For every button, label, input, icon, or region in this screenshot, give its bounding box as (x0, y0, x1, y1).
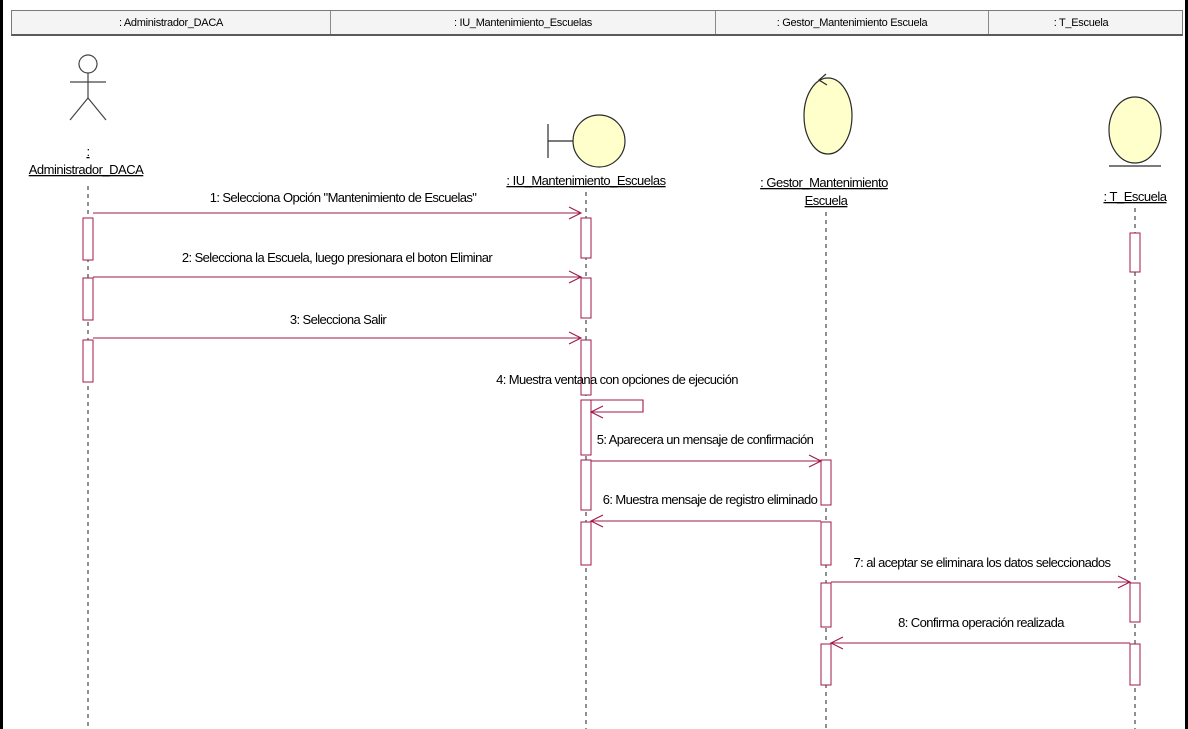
actor-left-leg (69, 97, 89, 121)
message-line-4 (591, 399, 644, 413)
actor-head-icon (78, 54, 98, 74)
actor-name: Administrador_DACA (29, 162, 144, 177)
tabla-object-name: : T_Escuela (1104, 189, 1168, 204)
activation-box (580, 521, 592, 566)
activation-box (580, 277, 592, 319)
actor-right-leg (87, 97, 107, 121)
activation-box (820, 582, 832, 628)
gestor-name-line2: Escuela (805, 193, 849, 208)
message-label-7: 7: al aceptar se eliminara los datos sel… (854, 555, 1112, 570)
message-arrowhead-7 (1117, 575, 1132, 589)
message-label-5: 5: Aparecera un mensaje de confirmación (597, 432, 814, 447)
header-cell-t-escuela: : T_Escuela (1053, 16, 1109, 29)
message-label-6: 6: Muestra mensaje de registro eliminado (603, 492, 818, 507)
message-arrowhead-4 (589, 405, 604, 419)
activation-box (1129, 582, 1141, 623)
message-arrowhead-5 (808, 454, 823, 468)
actor-figure (69, 54, 107, 121)
gestor-name-line1: : Gestor_Mantenimiento (760, 175, 888, 190)
control-icon (803, 77, 853, 155)
activation-box (1129, 232, 1141, 273)
activation-box (82, 339, 94, 383)
header-cell-gestor: : Gestor_Mantenimiento Escuela (716, 11, 989, 34)
activation-box (820, 521, 832, 566)
activation-box (580, 339, 592, 396)
message-label-8: 8: Confirma operación realizada (898, 615, 1065, 630)
activation-box (82, 277, 94, 321)
activation-box (580, 399, 592, 456)
ui-object-name: : IU_Mantenimiento_Escuelas (506, 173, 666, 188)
message-arrowhead-1 (568, 206, 583, 220)
activation-box (580, 459, 592, 511)
entity-object (1108, 96, 1162, 167)
message-arrowhead-2 (568, 270, 583, 284)
message-label-3: 3: Selecciona Salir (290, 312, 388, 327)
message-arrowhead-8 (829, 636, 844, 650)
control-arrow-icon (817, 73, 828, 86)
control-object (803, 73, 853, 155)
message-arrowhead-6 (589, 514, 604, 528)
lifeline-header-bar: : Administrador_DACA : IU_Mantenimiento_… (11, 10, 1183, 36)
boundary-object (547, 114, 626, 168)
activation-box (820, 643, 832, 686)
activation-box (1129, 643, 1141, 686)
message-label-2: 2: Selecciona la Escuela, luego presiona… (182, 250, 493, 265)
header-cell-iu-mantenimiento: : IU_Mantenimiento_Escuelas (331, 11, 716, 34)
entity-icon (1108, 96, 1162, 164)
actor-name-colon: : (86, 144, 89, 159)
activation-box (820, 459, 832, 506)
header-cell-administrador: : Administrador_DACA (12, 11, 331, 34)
activation-box (82, 217, 94, 261)
message-label-1: 1: Selecciona Opción "Mantenimiento de E… (210, 190, 478, 205)
boundary-icon (572, 114, 626, 168)
message-arrowhead-3 (568, 331, 583, 345)
activation-box (580, 217, 592, 259)
message-label-4: 4: Muestra ventana con opciones de ejecu… (496, 372, 738, 387)
